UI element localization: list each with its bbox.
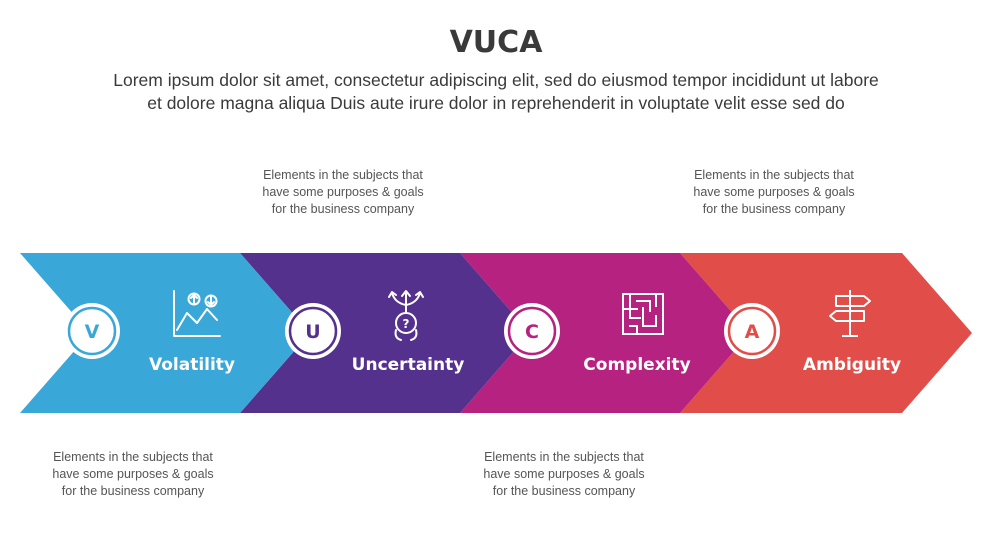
note-ambiguity: Elements in the subjects that have some … bbox=[693, 168, 855, 216]
signpost-icon bbox=[829, 290, 871, 337]
subtitle-line-2: et dolore magna aliqua Duis aute irure d… bbox=[147, 93, 845, 113]
letter-circle-a: A bbox=[724, 303, 780, 359]
question-arrows-icon: ? bbox=[388, 290, 424, 341]
note-volatility: Elements in the subjects that have some … bbox=[52, 450, 214, 498]
label-uncertainty: Uncertainty bbox=[352, 355, 465, 375]
label-ambiguity: Ambiguity bbox=[803, 355, 901, 375]
segment-volatility bbox=[20, 253, 310, 413]
svg-text:V: V bbox=[85, 321, 100, 343]
letter-circle-v: V bbox=[64, 303, 120, 359]
page-title: VUCA bbox=[449, 25, 543, 60]
note-complexity: Elements in the subjects that have some … bbox=[483, 450, 645, 498]
label-complexity: Complexity bbox=[583, 355, 690, 375]
maze-icon bbox=[622, 293, 664, 335]
note-uncertainty: Elements in the subjects that have some … bbox=[262, 168, 424, 216]
svg-text:C: C bbox=[525, 321, 539, 343]
segment-uncertainty bbox=[240, 253, 530, 413]
subtitle-line-1: Lorem ipsum dolor sit amet, consectetur … bbox=[113, 70, 879, 90]
label-volatility: Volatility bbox=[149, 355, 235, 375]
segment-ambiguity bbox=[680, 253, 972, 413]
svg-text:A: A bbox=[745, 321, 760, 343]
segment-complexity bbox=[460, 253, 750, 413]
letter-circle-c: C bbox=[504, 303, 560, 359]
chart-arrows-icon bbox=[173, 290, 221, 337]
svg-text:?: ? bbox=[403, 317, 410, 331]
page-subtitle: Lorem ipsum dolor sit amet, consectetur … bbox=[40, 69, 952, 115]
letter-circle-u: U bbox=[285, 303, 341, 359]
svg-text:U: U bbox=[305, 321, 320, 343]
